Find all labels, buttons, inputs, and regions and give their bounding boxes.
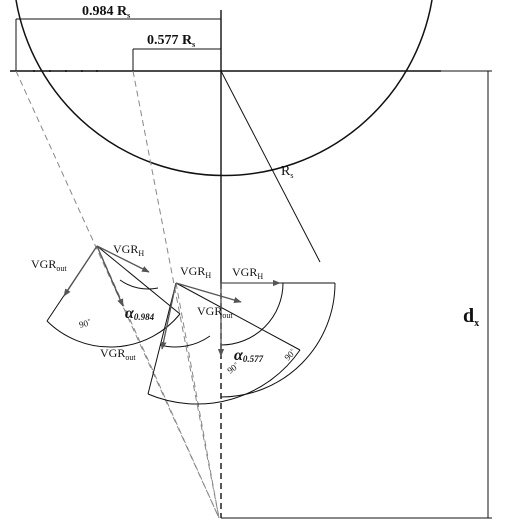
radius-line — [220, 70, 321, 263]
dim-0577-label: 0.577 Rs — [147, 33, 195, 49]
right-angle-label-1: 90˚ — [78, 317, 92, 330]
vgr-out-label-3: VGRout — [100, 346, 136, 362]
wedge-0577-vectors — [160, 282, 242, 350]
wedge-center-vectors — [217, 279, 281, 357]
dx-label: dx — [463, 305, 479, 329]
dim-0984-label: 0.984 Rs — [82, 4, 130, 20]
wedge-center — [220, 282, 336, 398]
alpha-0577-label: α0.577 — [234, 347, 264, 364]
right-angle-label-3: 90˚ — [282, 347, 298, 363]
vgr-out-label-1: VGRout — [31, 257, 67, 273]
vgr-h-label-1: VGRH — [113, 242, 144, 258]
alpha-0984-label: α0.984 — [125, 305, 155, 322]
wedge-0577 — [147, 282, 301, 405]
radius-label: Rs — [281, 164, 293, 180]
rotor-circle — [15, 0, 433, 177]
vgr-h-label-3: VGRH — [232, 265, 263, 281]
vgr-out-label-2: VGRout — [197, 304, 233, 320]
vgr-h-label-2: VGRH — [180, 264, 211, 280]
wedge-0984-vectors — [63, 245, 150, 307]
wedge-0984 — [46, 245, 181, 348]
diameter-dots — [33, 70, 98, 72]
